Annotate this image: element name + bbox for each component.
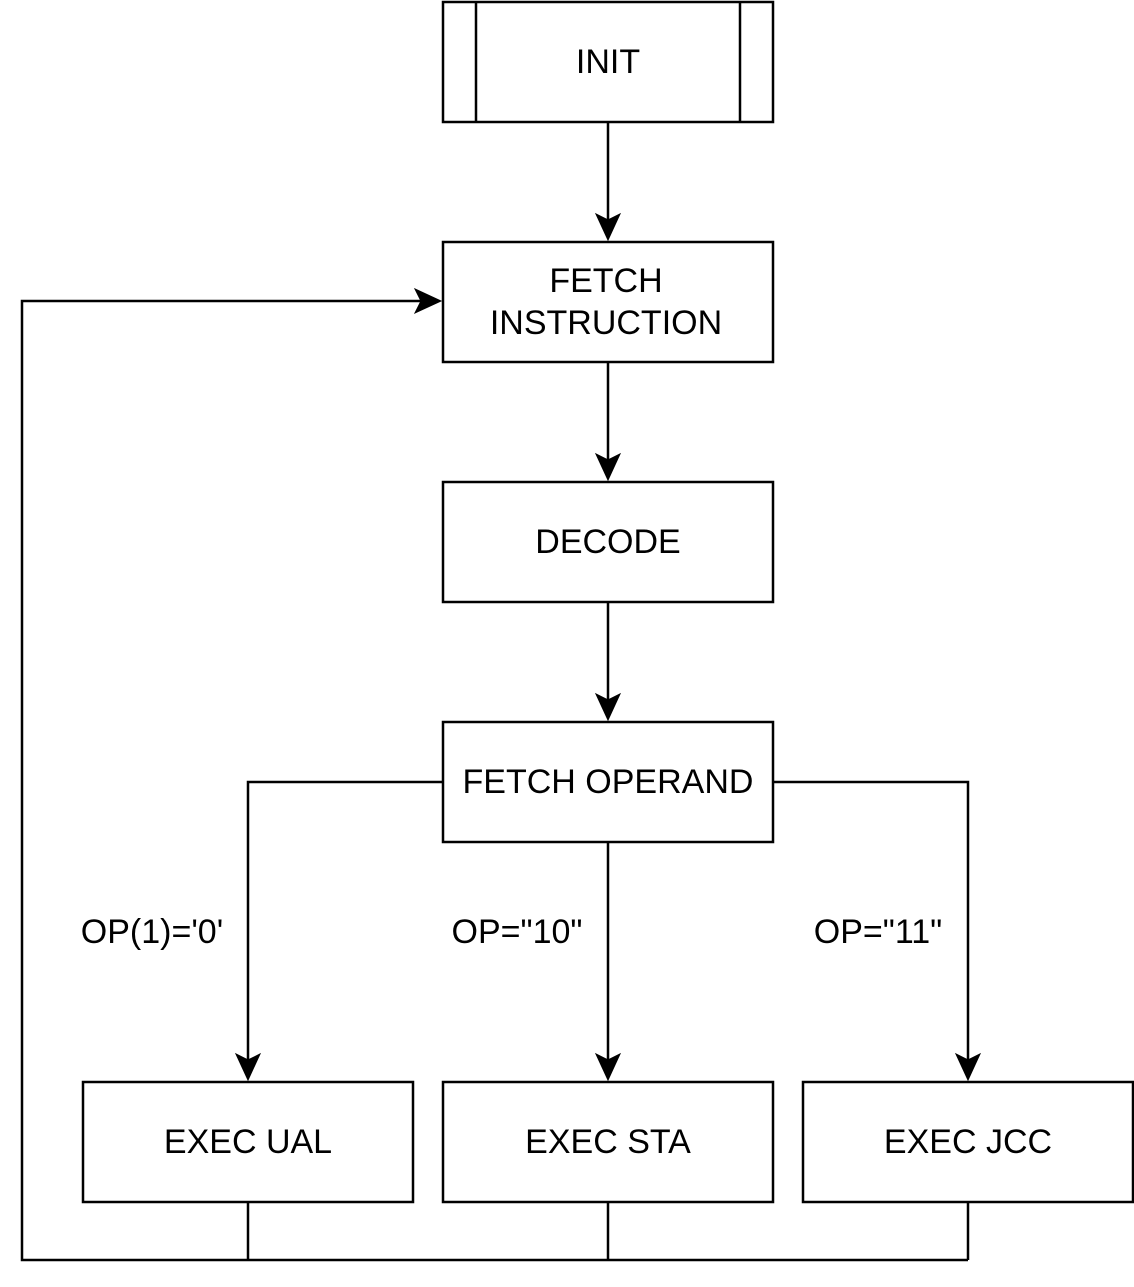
- node-exec-ual-label: EXEC UAL: [164, 1123, 332, 1161]
- edge-label-op1-eq-0: OP(1)='0': [81, 913, 223, 951]
- edge-label-op-eq-11: OP="11": [814, 913, 942, 951]
- edge-exec-loop-back-to-fetch-instruction: [20, 287, 970, 1262]
- node-exec-sta-label: EXEC STA: [525, 1123, 691, 1161]
- node-exec-ual-box: [81, 1080, 415, 1204]
- edge-fetch-instruction-to-decode: [594, 362, 622, 482]
- arrow-down-icon: [594, 1052, 622, 1082]
- node-fetch-instruction[interactable]: FETCH INSTRUCTION: [441, 240, 775, 364]
- arrow-down-icon: [594, 452, 622, 482]
- edge-line: [773, 780, 970, 1062]
- node-init-label: INIT: [576, 43, 640, 81]
- edge-fetch-operand-to-exec-ual: [234, 780, 443, 1082]
- node-exec-sta[interactable]: EXEC STA: [441, 1080, 775, 1204]
- edge-init-to-fetch-instruction: [594, 122, 622, 242]
- edge-fetch-operand-to-exec-jcc: [773, 780, 982, 1082]
- arrow-down-icon: [594, 212, 622, 242]
- node-fetch-operand-label: FETCH OPERAND: [463, 763, 754, 801]
- arrow-down-icon: [234, 1052, 262, 1082]
- node-fetch-operand[interactable]: FETCH OPERAND: [441, 720, 775, 844]
- node-init-box: [441, 0, 775, 124]
- edge-decode-to-fetch-operand: [594, 602, 622, 722]
- node-exec-jcc[interactable]: EXEC JCC: [801, 1080, 1134, 1204]
- node-decode-box: [441, 480, 775, 604]
- node-decode-label: DECODE: [535, 523, 680, 561]
- node-fetch-instruction-box: [441, 240, 775, 364]
- arrow-right-icon: [413, 287, 443, 315]
- node-init[interactable]: INIT: [441, 0, 775, 124]
- node-exec-jcc-box: [801, 1080, 1134, 1204]
- node-fetch-instruction-label-line2: INSTRUCTION: [490, 304, 722, 342]
- edge-fetch-operand-to-exec-sta: [594, 842, 622, 1082]
- node-exec-jcc-label: EXEC JCC: [884, 1123, 1052, 1161]
- node-exec-ual[interactable]: EXEC UAL: [81, 1080, 415, 1204]
- node-fetch-instruction-label-line1: FETCH: [549, 262, 662, 300]
- arrow-down-icon: [594, 692, 622, 722]
- edge-line-return: [20, 299, 968, 1262]
- node-exec-sta-box: [441, 1080, 775, 1204]
- edge-line: [246, 780, 443, 1062]
- arrow-down-icon: [954, 1052, 982, 1082]
- node-decode[interactable]: DECODE: [441, 480, 775, 604]
- edge-label-op-eq-10: OP="10": [452, 913, 583, 951]
